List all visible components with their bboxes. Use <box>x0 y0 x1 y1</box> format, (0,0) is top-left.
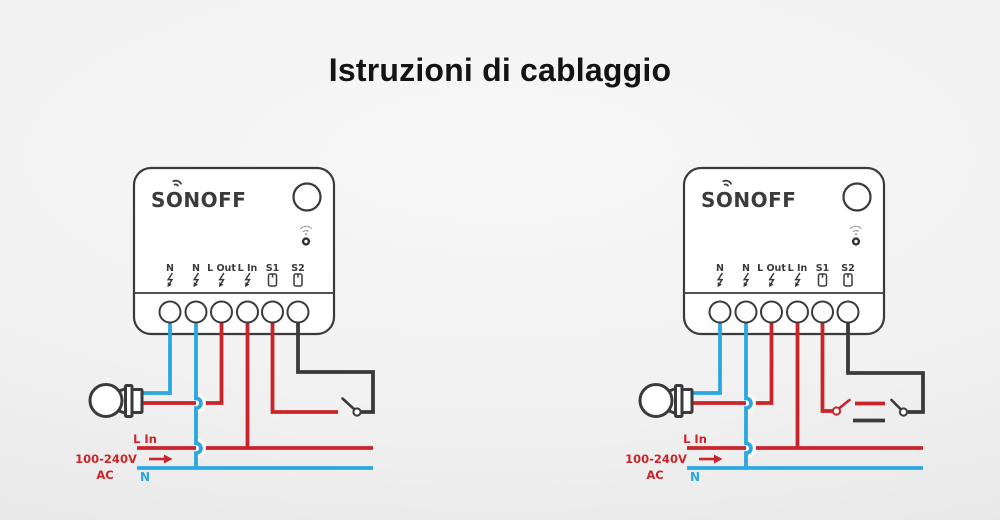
wiring <box>687 313 925 470</box>
terminal-label-n2: N <box>192 263 200 274</box>
lightning-icon <box>192 272 200 288</box>
reset-button <box>292 182 322 212</box>
terminal-labels: N N L Out L In S1 S2 <box>166 263 305 274</box>
terminal-port <box>158 300 182 324</box>
reset-button <box>842 182 872 212</box>
lightning-icon <box>166 272 174 288</box>
terminal-label-lin: L In <box>238 263 258 274</box>
lightning-icon <box>768 272 775 288</box>
terminal-port <box>708 300 732 324</box>
terminal-port <box>184 300 208 324</box>
terminal-label-s1: S1 <box>266 263 279 274</box>
neutral-wire-2 <box>744 313 753 468</box>
brand-wifi-icon <box>172 179 183 187</box>
terminal-ports <box>708 300 860 324</box>
line-in-label: L In <box>683 432 707 446</box>
s2-switch-wire <box>296 313 375 414</box>
terminal-label-s1: S1 <box>816 263 829 274</box>
terminal-label-n2: N <box>742 263 750 274</box>
voltage-label: 100-240V <box>75 452 137 466</box>
lightning-icon <box>742 272 750 288</box>
terminal-port <box>760 300 783 324</box>
brand-logo: SONOFF <box>151 188 246 212</box>
s1-switch-wire <box>820 313 833 413</box>
s1-switch-wire <box>270 313 338 414</box>
ac-label: AC <box>96 468 113 482</box>
terminal-label-n1: N <box>716 263 724 274</box>
terminal-port <box>811 300 834 324</box>
neutral-wire-2 <box>194 313 203 468</box>
terminal-icons <box>716 272 853 288</box>
terminal-port <box>210 300 233 324</box>
line-in-label: L In <box>133 432 157 446</box>
sonoff-device: SONOFF N N L Out L In S1 S2 <box>682 166 886 336</box>
wiring-diagram-single-switch: SONOFF N N L Out L In S1 S2 <box>75 166 375 484</box>
brand-logo: SONOFF <box>701 188 796 212</box>
lightning-icon <box>716 272 724 288</box>
page-title: Istruzioni di cablaggio <box>328 52 672 88</box>
light-bulb-icon <box>88 383 144 418</box>
led-indicator <box>851 237 861 246</box>
terminal-port <box>734 300 758 324</box>
live-out-wire <box>142 313 224 405</box>
single-switch-icon <box>341 397 362 417</box>
wifi-status-icon <box>850 225 862 236</box>
terminal-label-s2: S2 <box>841 263 854 274</box>
neutral-wire-1 <box>142 313 172 395</box>
brand-wifi-icon <box>722 179 733 187</box>
power-annotations: L In 100-240V AC N <box>75 432 173 484</box>
terminal-label-s2: S2 <box>291 263 304 274</box>
lightning-icon <box>218 272 225 288</box>
terminal-ports <box>158 300 310 324</box>
wiring <box>137 313 375 470</box>
terminal-port <box>236 300 259 324</box>
dry-contact-icon <box>267 273 278 287</box>
neutral-label: N <box>140 470 150 484</box>
terminal-port <box>286 300 310 324</box>
terminal-label-n1: N <box>166 263 174 274</box>
terminal-icons <box>166 272 303 288</box>
live-out-wire <box>692 313 774 405</box>
terminal-labels: N N L Out L In S1 S2 <box>716 263 855 274</box>
dry-contact-icon <box>293 273 303 287</box>
wiring-diagram-two-way-switch: SONOFF N N L Out L In S1 S2 <box>625 166 925 484</box>
terminal-label-lout: L Out <box>757 263 786 274</box>
s2-switch-wire <box>846 313 925 414</box>
terminal-label-lout: L Out <box>207 263 236 274</box>
terminal-label-lin: L In <box>788 263 808 274</box>
two-way-switch-icon <box>831 398 909 423</box>
voltage-label: 100-240V <box>625 452 687 466</box>
terminal-port <box>786 300 809 324</box>
neutral-wire-1 <box>692 313 722 395</box>
terminal-port <box>261 300 284 324</box>
light-bulb-icon <box>638 383 694 418</box>
power-flow-arrow-icon <box>149 454 173 464</box>
lightning-icon <box>794 272 801 288</box>
ac-label: AC <box>646 468 663 482</box>
power-flow-arrow-icon <box>699 454 723 464</box>
led-indicator <box>301 237 311 246</box>
dry-contact-icon <box>817 273 828 287</box>
lightning-icon <box>244 272 251 288</box>
power-annotations: L In 100-240V AC N <box>625 432 723 484</box>
sonoff-device: SONOFF N N L Out L In S1 S2 <box>132 166 336 336</box>
dry-contact-icon <box>843 273 853 287</box>
wifi-status-icon <box>300 225 312 236</box>
neutral-label: N <box>690 470 700 484</box>
terminal-port <box>836 300 860 324</box>
